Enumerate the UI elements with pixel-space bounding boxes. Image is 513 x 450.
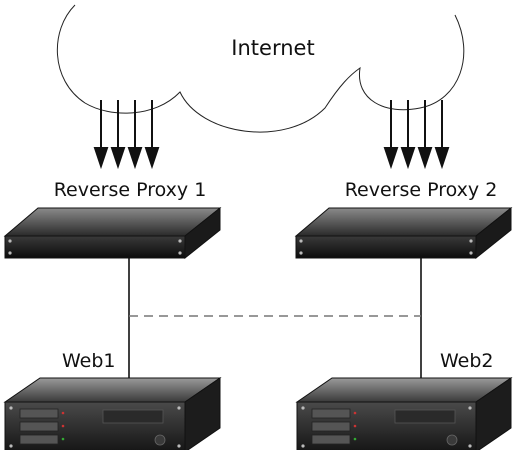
reverse-proxy-2-device	[294, 206, 513, 260]
traffic-arrows-left	[93, 100, 160, 170]
web1-label: Web1	[62, 350, 116, 372]
web2-server	[295, 377, 513, 450]
reverse-proxy-1-device	[3, 206, 222, 260]
reverse-proxy-1-label: Reverse Proxy 1	[54, 179, 207, 201]
internet-label: Internet	[231, 36, 314, 60]
reverse-proxy-2-label: Reverse Proxy 2	[345, 179, 498, 201]
traffic-arrows-right	[383, 100, 450, 170]
web2-label: Web2	[440, 350, 494, 372]
web1-server	[3, 377, 222, 450]
internet-cloud: Internet	[56, 4, 465, 133]
